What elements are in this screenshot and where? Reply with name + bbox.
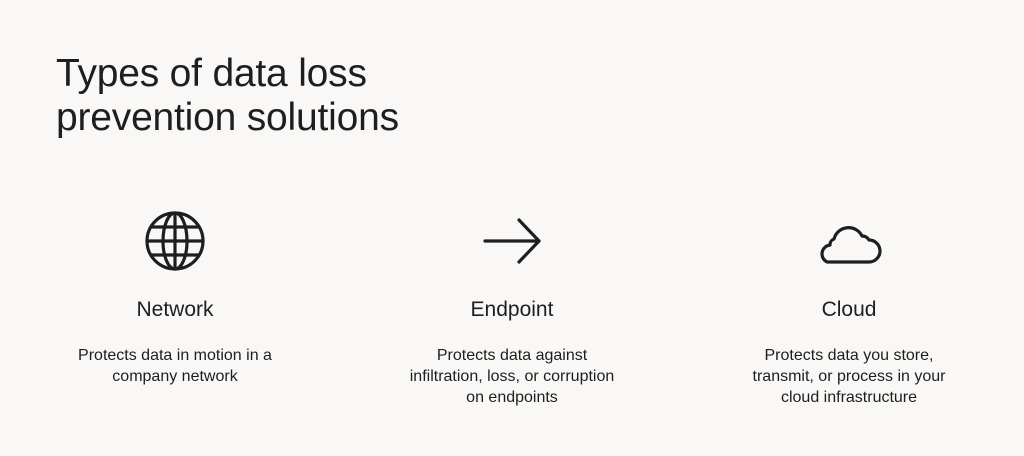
description-line: infiltration, loss, or corruption	[409, 368, 615, 385]
globe-icon	[145, 211, 205, 271]
solution-description: Protects data in motion in a company net…	[40, 345, 310, 387]
solution-description: Protects data you store, transmit, or pr…	[714, 345, 984, 408]
title-line-1: Types of data loss	[56, 52, 367, 95]
arrow-right-icon	[483, 218, 541, 264]
description-line: cloud infrastructure	[780, 389, 918, 406]
solution-endpoint: Endpoint Protects data against infiltrat…	[362, 205, 662, 408]
description-line: on endpoints	[466, 389, 558, 406]
cloud-icon	[820, 226, 882, 264]
title-line-2: prevention solutions	[56, 96, 399, 139]
page-title: Types of data loss prevention solutions	[56, 52, 516, 140]
description-line: Protects data you store,	[764, 347, 934, 364]
description-line: company network	[112, 368, 238, 385]
solution-label: Endpoint	[470, 298, 554, 321]
solution-network: Network Protects data in motion in a com…	[25, 205, 325, 387]
description-line: Protects data against	[436, 347, 588, 364]
description-line: Protects data in motion in a	[78, 347, 272, 364]
solution-description: Protects data against infiltration, loss…	[377, 345, 647, 408]
solution-label: Cloud	[821, 298, 877, 321]
description-line: transmit, or process in your	[752, 368, 946, 385]
solution-label: Network	[136, 298, 214, 321]
solution-cloud: Cloud Protects data you store, transmit,…	[699, 205, 999, 408]
